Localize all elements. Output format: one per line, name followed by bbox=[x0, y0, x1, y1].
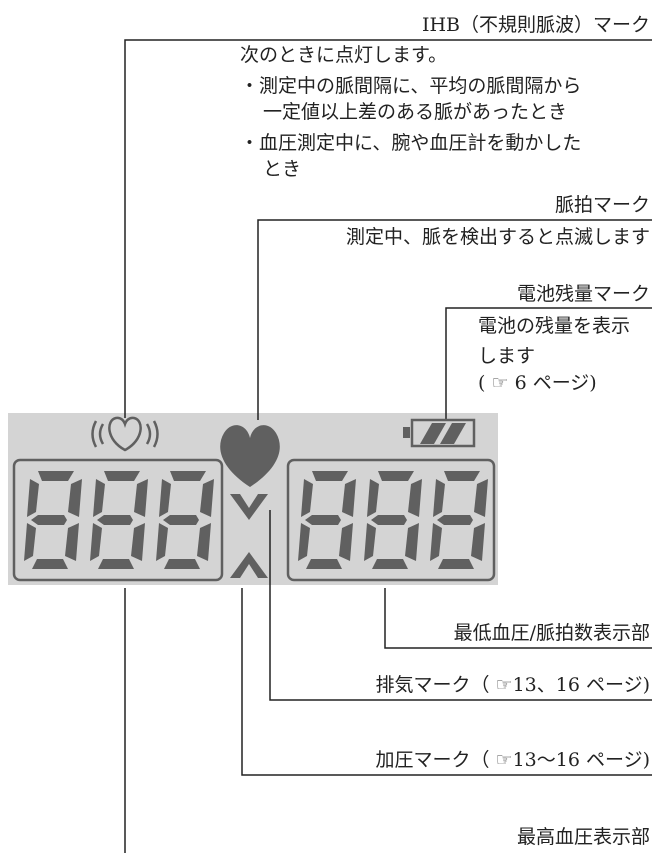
left-digit-2-segment-2 bbox=[98, 559, 134, 569]
lower-bp-title: 最低血圧/脈拍数表示部 bbox=[453, 622, 650, 644]
right-digit-2-segment-1 bbox=[371, 515, 407, 525]
left-digit-3-segment-5 bbox=[156, 523, 168, 561]
exhaust-title: 排気マーク（ bbox=[375, 674, 490, 696]
pulse-title: 脈拍マーク bbox=[554, 194, 650, 216]
left-digit-3-segment-3 bbox=[159, 479, 171, 517]
left-digit-2-segment-3 bbox=[93, 479, 105, 517]
battery-ref-open: ( bbox=[478, 372, 486, 394]
battery-ref-text: 6 ページ) bbox=[514, 372, 597, 394]
pointing-hand-icon: ☞ bbox=[495, 674, 513, 696]
pointing-hand-icon: ☞ bbox=[491, 372, 509, 394]
left-digit-3-segment-2 bbox=[164, 559, 200, 569]
exhaust-label: 排気マーク（ ☞13、16 ページ) bbox=[375, 672, 650, 698]
left-digit-1-segment-1 bbox=[31, 515, 67, 525]
left-digit-2 bbox=[90, 471, 148, 569]
right-digit-1-segment-4 bbox=[342, 479, 356, 517]
right-digit-2-segment-0 bbox=[378, 471, 414, 481]
left-digit-2-segment-5 bbox=[90, 523, 102, 561]
right-digit-1 bbox=[298, 471, 356, 569]
right-digit-3-segment-4 bbox=[474, 479, 488, 517]
left-digit-frame bbox=[12, 458, 224, 582]
pressure-mark-icon bbox=[230, 552, 268, 578]
pulse-desc: 測定中、脈を検出すると点滅します bbox=[345, 226, 650, 248]
right-digit-1-segment-0 bbox=[312, 471, 348, 481]
right-digit-3-segment-0 bbox=[444, 471, 480, 481]
right-digit-1-segment-1 bbox=[305, 515, 341, 525]
pressure-leader-line bbox=[241, 588, 652, 776]
right-digit-1-segment-5 bbox=[298, 523, 310, 561]
pulse-leader-line bbox=[257, 219, 652, 420]
pointing-hand-icon: ☞ bbox=[495, 749, 513, 771]
battery-ref: ( ☞ 6 ページ) bbox=[478, 370, 597, 396]
left-digit-3-segment-1 bbox=[163, 515, 199, 525]
left-digit-1-segment-6 bbox=[65, 523, 79, 561]
ihb-leader-line bbox=[124, 39, 652, 418]
left-digit-2-segment-1 bbox=[97, 515, 133, 525]
left-digit-1 bbox=[24, 471, 82, 569]
pressure-label: 加圧マーク（ ☞13〜16 ページ) bbox=[375, 747, 650, 773]
right-digit-3-segment-3 bbox=[433, 479, 445, 517]
left-digit-3-segment-6 bbox=[197, 523, 211, 561]
left-digits-display bbox=[24, 471, 214, 569]
pulse-heart-icon bbox=[220, 425, 280, 487]
left-digit-3 bbox=[156, 471, 214, 569]
right-digit-2-segment-3 bbox=[367, 479, 379, 517]
left-digit-1-segment-4 bbox=[68, 479, 82, 517]
right-digit-frame bbox=[286, 458, 496, 582]
lower-bp-leader-line bbox=[384, 588, 652, 649]
left-digit-1-segment-0 bbox=[38, 471, 74, 481]
pressure-title: 加圧マーク（ bbox=[375, 749, 490, 771]
right-digit-3-segment-1 bbox=[437, 515, 473, 525]
right-digit-2 bbox=[364, 471, 422, 569]
right-digit-2-segment-2 bbox=[372, 559, 408, 569]
ihb-bullet2-line1: ・血圧測定中に、腕や血圧計を動かした bbox=[240, 132, 582, 154]
right-digit-2-segment-4 bbox=[408, 479, 422, 517]
right-digit-3-segment-2 bbox=[438, 559, 474, 569]
right-digit-1-segment-3 bbox=[301, 479, 313, 517]
battery-line1: 電池の残量を表示 bbox=[478, 315, 631, 337]
left-digit-2-segment-6 bbox=[131, 523, 145, 561]
right-digit-1-segment-6 bbox=[339, 523, 353, 561]
exhaust-leader-line bbox=[269, 510, 652, 701]
ihb-icon bbox=[91, 416, 159, 452]
left-digit-3-segment-0 bbox=[170, 471, 206, 481]
exhaust-ref-text: 13、16 ページ) bbox=[512, 674, 650, 696]
left-digit-2-segment-0 bbox=[104, 471, 140, 481]
battery-line2: します bbox=[478, 345, 536, 367]
ihb-intro: 次のときに点灯します。 bbox=[240, 44, 448, 66]
left-digit-1-segment-3 bbox=[27, 479, 39, 517]
right-digit-1-segment-2 bbox=[306, 559, 342, 569]
right-digit-2-segment-5 bbox=[364, 523, 376, 561]
right-digits-display bbox=[298, 471, 488, 569]
left-digit-2-segment-4 bbox=[134, 479, 148, 517]
ihb-bullet1-line1: ・測定中の脈間隔に、平均の脈間隔から bbox=[240, 75, 582, 97]
upper-bp-title: 最高血圧表示部 bbox=[516, 826, 650, 848]
battery-title: 電池残量マーク bbox=[516, 283, 650, 305]
left-digit-3-segment-4 bbox=[200, 479, 214, 517]
right-digit-2-segment-6 bbox=[405, 523, 419, 561]
battery-icon bbox=[403, 418, 476, 448]
ihb-bullet1-line2: 一定値以上差のある脈があったとき bbox=[263, 101, 568, 123]
left-digit-1-segment-5 bbox=[24, 523, 36, 561]
left-digit-1-segment-2 bbox=[32, 559, 68, 569]
right-digit-3-segment-5 bbox=[430, 523, 442, 561]
right-digit-3 bbox=[430, 471, 488, 569]
exhaust-mark-icon bbox=[230, 494, 268, 520]
right-digit-3-segment-6 bbox=[471, 523, 485, 561]
ihb-bullet2-line2: とき bbox=[263, 158, 302, 180]
ihb-title: IHB（不規則脈波）マーク bbox=[421, 14, 650, 36]
battery-leader-line bbox=[445, 307, 652, 420]
pressure-ref-text: 13〜16 ページ) bbox=[512, 749, 650, 771]
